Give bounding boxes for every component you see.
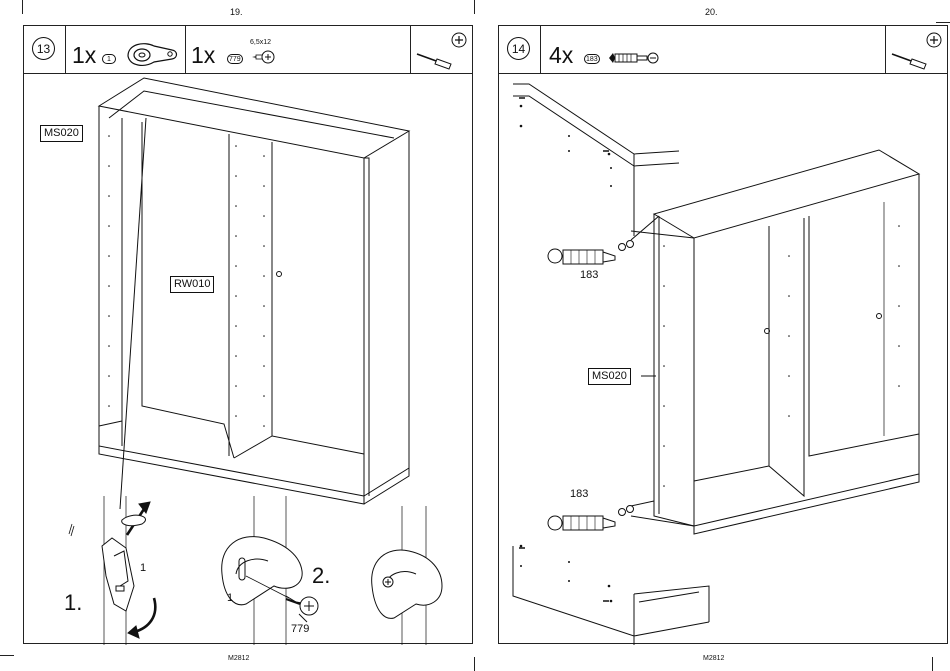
footer-code-right: M2812 <box>703 655 724 662</box>
callout-cam-dowel: 183 <box>580 269 598 281</box>
crop-mark <box>22 0 23 14</box>
crop-mark <box>474 0 475 14</box>
part-label-rw: RW010 <box>170 276 214 293</box>
instruction-page-left: 13 1x 1 1x 779 6,5x12 <box>23 25 473 644</box>
crop-mark <box>932 657 933 671</box>
callout-part-1: 1 <box>140 562 146 574</box>
page-number-left: 19. <box>230 7 243 17</box>
substep-2: 2. <box>312 563 330 589</box>
substep-1: 1. <box>64 590 82 616</box>
callout-part-1: 1 <box>227 592 233 604</box>
crop-mark <box>474 657 475 671</box>
part-label-ms: MS020 <box>40 125 83 142</box>
callout-screw: 779 <box>291 623 309 635</box>
wardrobe-frame-drawing <box>24 26 474 645</box>
page-number-right: 20. <box>705 7 718 17</box>
footer-code-left: M2812 <box>228 655 249 662</box>
part-label-ms: MS020 <box>588 368 631 385</box>
crop-mark <box>0 655 14 656</box>
wardrobe-frame-drawing <box>499 26 949 645</box>
crop-mark <box>936 22 950 23</box>
callout-cam-dowel: 183 <box>570 488 588 500</box>
instruction-page-right: 14 4x 183 <box>498 25 948 644</box>
